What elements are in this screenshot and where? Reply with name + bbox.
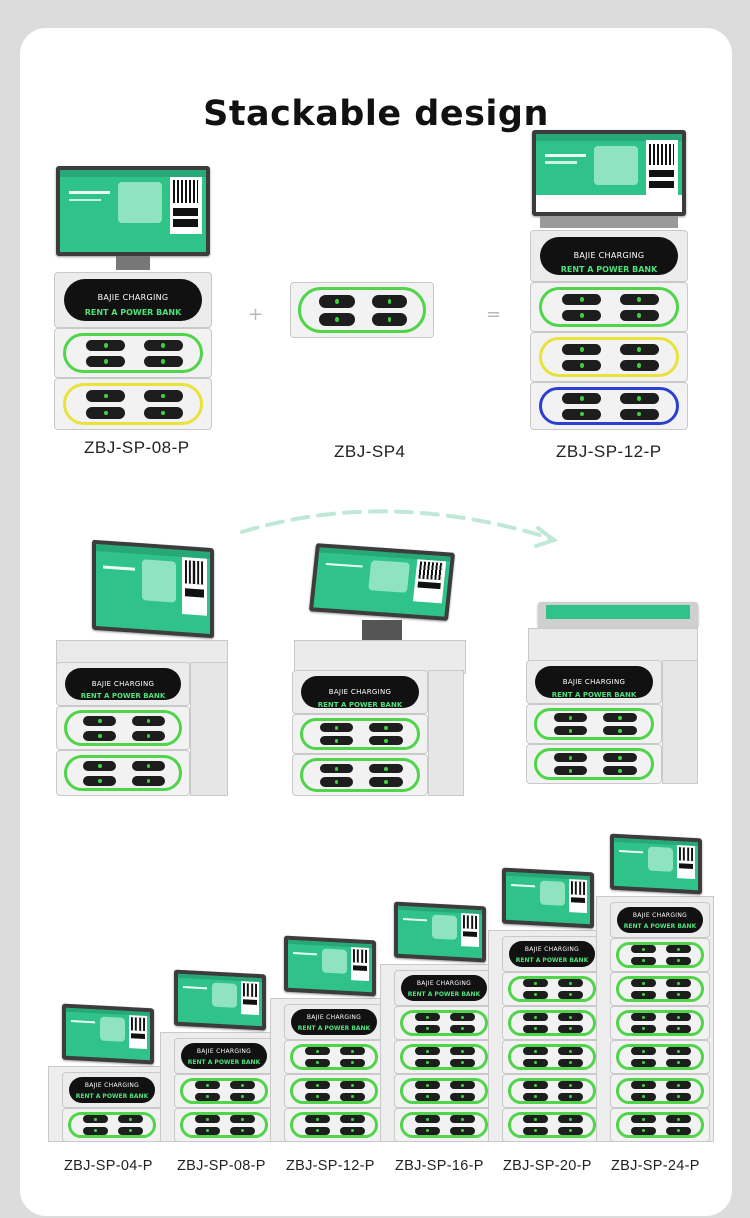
page-title: Stackable design (203, 94, 549, 134)
power-bank-module (502, 1108, 602, 1142)
kiosk-header: BAJIE CHARGING RENT A POWER BANK (394, 970, 494, 1006)
equals-sign: = (486, 304, 502, 325)
lineup-kiosk: BAJIE CHARGING RENT A POWER BANK (488, 867, 606, 1142)
lineup-kiosk: BAJIE CHARGING RENT A POWER BANK (596, 833, 714, 1142)
power-bank-module (530, 382, 688, 430)
brand-text: BAJIE CHARGING (97, 293, 169, 303)
power-bank-module (394, 1006, 494, 1040)
kiosk-screen (56, 166, 210, 256)
tagline-text: RENT A POWER BANK (407, 990, 481, 998)
power-bank-module (530, 282, 688, 332)
power-bank-module (610, 938, 710, 972)
model-label: ZBJ-SP4 (334, 442, 406, 461)
brand-text: BAJIE CHARGING (306, 1014, 362, 1022)
tagline-text: RENT A POWER BANK (623, 922, 697, 930)
kiosk-screen-upright: BAJIE CHARGING RENT A POWER BANK (56, 539, 232, 796)
power-bank-module (530, 332, 688, 382)
power-bank-module (502, 972, 602, 1006)
tagline-text: RENT A POWER BANK (80, 692, 166, 701)
kiosk-screen (284, 935, 376, 997)
lineup-kiosk: BAJIE CHARGING RENT A POWER BANK (380, 901, 498, 1142)
model-label: ZBJ-SP-08-P (84, 438, 190, 457)
kiosk-screen (62, 1003, 154, 1065)
power-bank-module (610, 1074, 710, 1108)
plus-sign: + (248, 304, 264, 325)
kiosk-header: BAJIE CHARGING RENT A POWER BANK (284, 1004, 384, 1040)
tagline-text: RENT A POWER BANK (75, 1092, 149, 1100)
power-bank-module (610, 1006, 710, 1040)
brand-text: BAJIE CHARGING (562, 677, 626, 686)
power-bank-module (394, 1108, 494, 1142)
tagline-text: RENT A POWER BANK (187, 1058, 261, 1066)
power-bank-module (502, 1074, 602, 1108)
power-bank-module (502, 1040, 602, 1074)
power-bank-module (54, 378, 212, 430)
brand-text: BAJIE CHARGING (416, 980, 472, 988)
kiosk-header: BAJIE CHARGING RENT A POWER BANK (54, 272, 212, 328)
brand-text: BAJIE CHARGING (328, 687, 392, 696)
kiosk-screen (394, 901, 486, 963)
brand-text: BAJIE CHARGING (573, 250, 645, 260)
tagline-text: RENT A POWER BANK (84, 307, 182, 317)
power-bank-module (174, 1074, 274, 1108)
power-bank-module (62, 1108, 162, 1142)
brand-text: BAJIE CHARGING (196, 1048, 252, 1056)
model-label: ZBJ-SP-08-P (177, 1158, 266, 1174)
kiosk-screen (502, 867, 594, 929)
model-label: ZBJ-SP-20-P (503, 1158, 592, 1174)
power-bank-module (610, 1040, 710, 1074)
kiosk-header: BAJIE CHARGING RENT A POWER BANK (502, 936, 602, 972)
kiosk-header: BAJIE CHARGING RENT A POWER BANK (530, 230, 688, 282)
brand-text: BAJIE CHARGING (524, 946, 580, 954)
model-label: ZBJ-SP-16-P (395, 1158, 484, 1174)
power-bank-module (284, 1074, 384, 1108)
kiosk-screen (610, 833, 702, 895)
kiosk-header: BAJIE CHARGING RENT A POWER BANK (610, 902, 710, 938)
lineup-kiosk: BAJIE CHARGING RENT A POWER BANK (48, 1003, 166, 1142)
lineup-kiosk: BAJIE CHARGING RENT A POWER BANK (160, 969, 278, 1142)
product-card: Stackable design BAJIE CHARGING RENT A PO… (20, 28, 732, 1216)
brand-text: BAJIE CHARGING (632, 912, 688, 920)
brand-text: BAJIE CHARGING (84, 1082, 140, 1090)
power-bank-module (502, 1006, 602, 1040)
kiosk-screen-flat: BAJIE CHARGING RENT A POWER BANK (526, 602, 702, 798)
power-bank-module (394, 1074, 494, 1108)
kiosk-header: BAJIE CHARGING RENT A POWER BANK (62, 1072, 162, 1108)
brand-text: BAJIE CHARGING (91, 679, 155, 688)
kiosk-sp-12-p: BAJIE CHARGING RENT A POWER BANK (530, 130, 688, 430)
tagline-text: RENT A POWER BANK (297, 1024, 371, 1032)
power-bank-module (284, 1040, 384, 1074)
model-label: ZBJ-SP-12-P (556, 442, 662, 461)
model-label: ZBJ-SP-04-P (64, 1158, 153, 1174)
power-bank-module (54, 328, 212, 378)
sp4-module (290, 282, 434, 338)
kiosk-header: BAJIE CHARGING RENT A POWER BANK (174, 1038, 274, 1074)
tagline-text: RENT A POWER BANK (560, 265, 658, 275)
power-bank-module (610, 972, 710, 1006)
tagline-text: RENT A POWER BANK (551, 690, 637, 699)
tagline-text: RENT A POWER BANK (515, 956, 589, 964)
power-bank-module (284, 1108, 384, 1142)
power-bank-module (610, 1108, 710, 1142)
model-label: ZBJ-SP-12-P (286, 1158, 375, 1174)
model-label: ZBJ-SP-24-P (611, 1158, 700, 1174)
power-bank-module (174, 1108, 274, 1142)
kiosk-sp-08-p: BAJIE CHARGING RENT A POWER BANK (54, 166, 212, 430)
tagline-text: RENT A POWER BANK (317, 700, 403, 709)
kiosk-screen (532, 130, 686, 216)
kiosk-screen (174, 969, 266, 1031)
lineup-kiosk: BAJIE CHARGING RENT A POWER BANK (270, 935, 388, 1142)
power-bank-module (394, 1040, 494, 1074)
kiosk-screen-tilted: BAJIE CHARGING RENT A POWER BANK (292, 543, 468, 796)
